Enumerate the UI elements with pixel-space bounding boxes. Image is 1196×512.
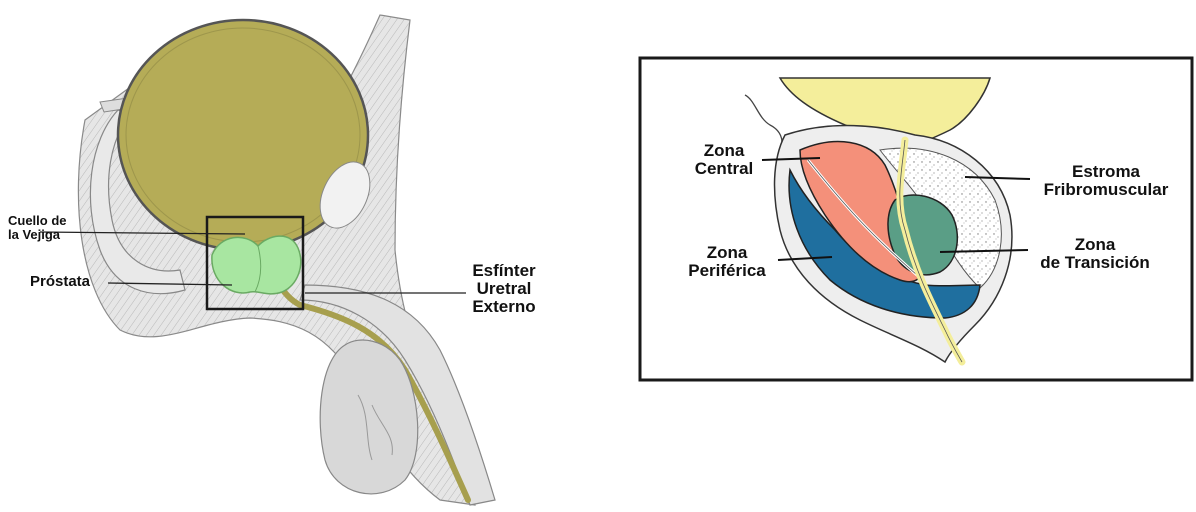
right-zones-figure [640, 58, 1192, 380]
central-zone-label-line1: Zona [684, 142, 764, 160]
sphincter-label: Esfínter Uretral Externo [462, 262, 546, 316]
transition-zone-label-line1: Zona [1030, 236, 1160, 254]
transition-zone-label-line2: de Transición [1030, 254, 1160, 272]
stroma-label-line2: Fribromuscular [1032, 181, 1180, 199]
sphincter-label-line1: Esfínter [462, 262, 546, 280]
peripheral-zone-label-line2: Periférica [678, 262, 776, 280]
left-anatomy-figure [40, 15, 495, 505]
peripheral-zone-label-line1: Zona [678, 244, 776, 262]
sphincter-label-line2: Uretral [462, 280, 546, 298]
bladder-neck-label-line1: Cuello de [8, 214, 67, 228]
bladder-neck-label: Cuello de la Vejiga [8, 214, 67, 241]
peripheral-zone-label: Zona Periférica [678, 244, 776, 280]
sphincter-label-line3: Externo [462, 298, 546, 316]
central-zone-label-line2: Central [684, 160, 764, 178]
central-zone-label: Zona Central [684, 142, 764, 178]
transition-zone-label: Zona de Transición [1030, 236, 1160, 272]
bladder-neck-label-line2: la Vejiga [8, 228, 67, 242]
prostate-label: Próstata [30, 274, 90, 290]
stroma-label-line1: Estroma [1032, 163, 1180, 181]
stroma-label: Estroma Fribromuscular [1032, 163, 1180, 199]
